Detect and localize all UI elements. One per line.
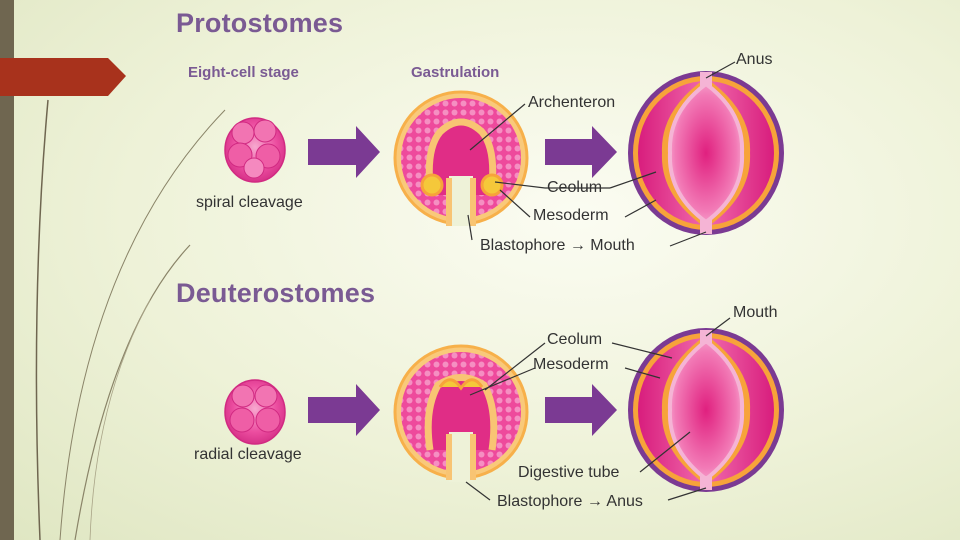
decorative-lines xyxy=(35,99,226,540)
label-digestive-tube: Digestive tube xyxy=(518,464,620,481)
protostome-arrow-1 xyxy=(308,126,380,178)
radial-cleavage-label: radial cleavage xyxy=(194,446,302,463)
slide-side-bar xyxy=(0,0,14,540)
deuterostome-arrow-1 xyxy=(308,384,380,436)
protostome-gastrula xyxy=(393,90,529,226)
protostome-eight-cell-embryo xyxy=(224,117,286,183)
label-blastophore-protostome: Blastophore → Mouth xyxy=(480,237,635,255)
deuterostome-eight-cell-embryo xyxy=(224,379,286,445)
label-mesoderm-protostome: Mesoderm xyxy=(533,207,609,224)
label-ceolum-deuterostome: Ceolum xyxy=(547,331,603,348)
label-ceolum-protostome: Ceolum xyxy=(547,179,603,196)
protostome-arrow-2 xyxy=(545,126,617,178)
red-arrow-icon xyxy=(0,58,126,96)
protostome-pointer-lines xyxy=(467,61,736,247)
arrow-right-icon: → xyxy=(586,493,603,510)
anus-text: Anus xyxy=(606,493,643,510)
spiral-cleavage-label: spiral cleavage xyxy=(196,194,303,211)
label-mesoderm-deuterostome: Mesoderm xyxy=(533,356,609,373)
protostomes-title: Protostomes xyxy=(176,8,344,38)
gastrulation-label: Gastrulation xyxy=(411,64,500,81)
label-mouth-deuterostome: Mouth xyxy=(733,304,778,321)
deuterostomes-title: Deuterostomes xyxy=(176,278,376,308)
eight-cell-stage-label: Eight-cell stage xyxy=(188,64,299,81)
protostome-body xyxy=(628,71,784,235)
label-archenteron: Archenteron xyxy=(528,94,616,111)
blastophore-text: Blastophore xyxy=(480,237,566,254)
label-blastophore-deuterostome: Blastophore → Anus xyxy=(497,493,643,511)
deuterostome-gastrula xyxy=(393,344,529,482)
mouth-text: Mouth xyxy=(590,237,635,254)
deuterostome-pointer-lines xyxy=(465,317,731,501)
deuterostome-arrow-2 xyxy=(545,384,617,436)
blastophore-text: Blastophore xyxy=(497,493,583,510)
label-anus-protostome: Anus xyxy=(736,51,773,68)
arrow-right-icon: → xyxy=(569,237,586,254)
